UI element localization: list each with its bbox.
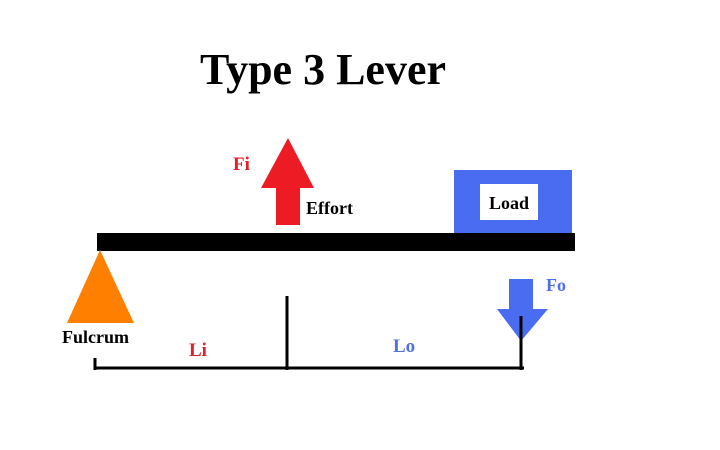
load-down-arrow-icon — [497, 279, 548, 341]
load-label: Load — [489, 193, 529, 213]
effort-label: Effort — [306, 198, 353, 218]
effort-up-arrow-icon — [261, 138, 314, 225]
load-box-inner — [480, 184, 538, 220]
fulcrum-label: Fulcrum — [62, 327, 129, 347]
output-arm-label: Lo — [393, 336, 415, 357]
input-arm-label: Li — [189, 340, 207, 361]
load-force-symbol-label: Fo — [546, 275, 566, 295]
effort-symbol-label: Fi — [233, 154, 250, 175]
lever-beam — [97, 233, 575, 251]
fulcrum-triangle-icon — [67, 250, 134, 323]
diagram-title: Type 3 Lever — [200, 45, 446, 94]
